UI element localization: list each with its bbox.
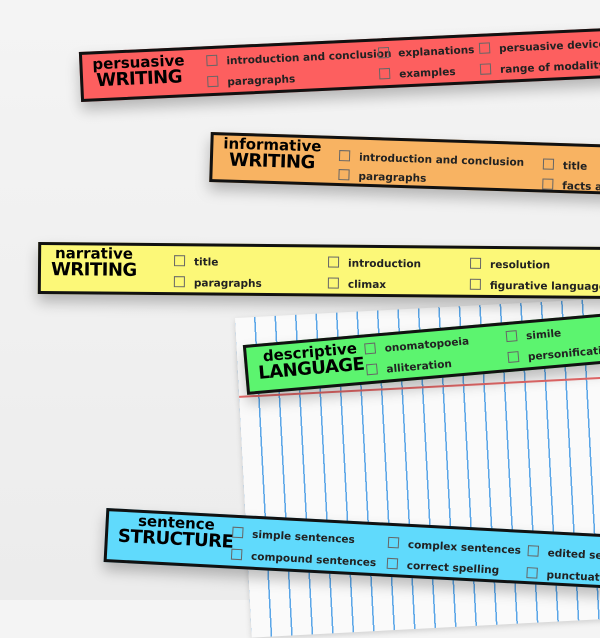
title-big: WRITING bbox=[50, 259, 137, 281]
title-big: WRITING bbox=[95, 66, 183, 92]
checklist-item[interactable]: punctuatio bbox=[526, 567, 600, 584]
checklist-item[interactable]: paragraphs bbox=[207, 72, 295, 89]
checklist-item[interactable]: resolution bbox=[470, 258, 550, 272]
checklist-item[interactable]: facts an bbox=[542, 178, 600, 193]
checklist-item[interactable]: paragraphs bbox=[174, 276, 262, 290]
checklist-item[interactable]: title bbox=[543, 158, 588, 173]
checklist-item[interactable]: complex sentences bbox=[388, 537, 522, 557]
checklist-item[interactable]: personification bbox=[507, 343, 600, 365]
checklist-item[interactable]: simple sentences bbox=[232, 527, 355, 546]
checklist-item[interactable]: alliteration bbox=[366, 357, 452, 377]
checklist-item[interactable]: simile bbox=[506, 326, 562, 344]
checklist-item[interactable]: introduction and conclusion bbox=[339, 150, 524, 169]
checklist-item[interactable]: correct spelling bbox=[387, 558, 500, 577]
checklist-item[interactable]: persuasive devices ( bbox=[479, 36, 600, 55]
checklist-item[interactable]: title bbox=[174, 255, 218, 268]
checklist-item[interactable]: onomatopoeia bbox=[364, 334, 469, 356]
title-big: STRUCTURE bbox=[117, 525, 234, 553]
checklist-item[interactable]: range of modality w bbox=[480, 58, 600, 77]
checklist-item[interactable]: introduction and conclusion bbox=[206, 47, 392, 68]
checklist-item[interactable]: compound sentences bbox=[231, 549, 377, 570]
checklist-item[interactable]: explanations bbox=[378, 43, 475, 60]
checklist-item[interactable]: climax bbox=[328, 278, 386, 291]
checklist-item[interactable]: examples bbox=[379, 65, 456, 81]
checklist-item[interactable]: paragraphs bbox=[338, 169, 426, 185]
checklist-item[interactable]: edited sen bbox=[527, 545, 600, 562]
checklist-item[interactable]: introduction bbox=[328, 257, 421, 271]
checklist-item[interactable]: figurative language bbox=[470, 279, 600, 293]
title-big: WRITING bbox=[228, 149, 316, 174]
